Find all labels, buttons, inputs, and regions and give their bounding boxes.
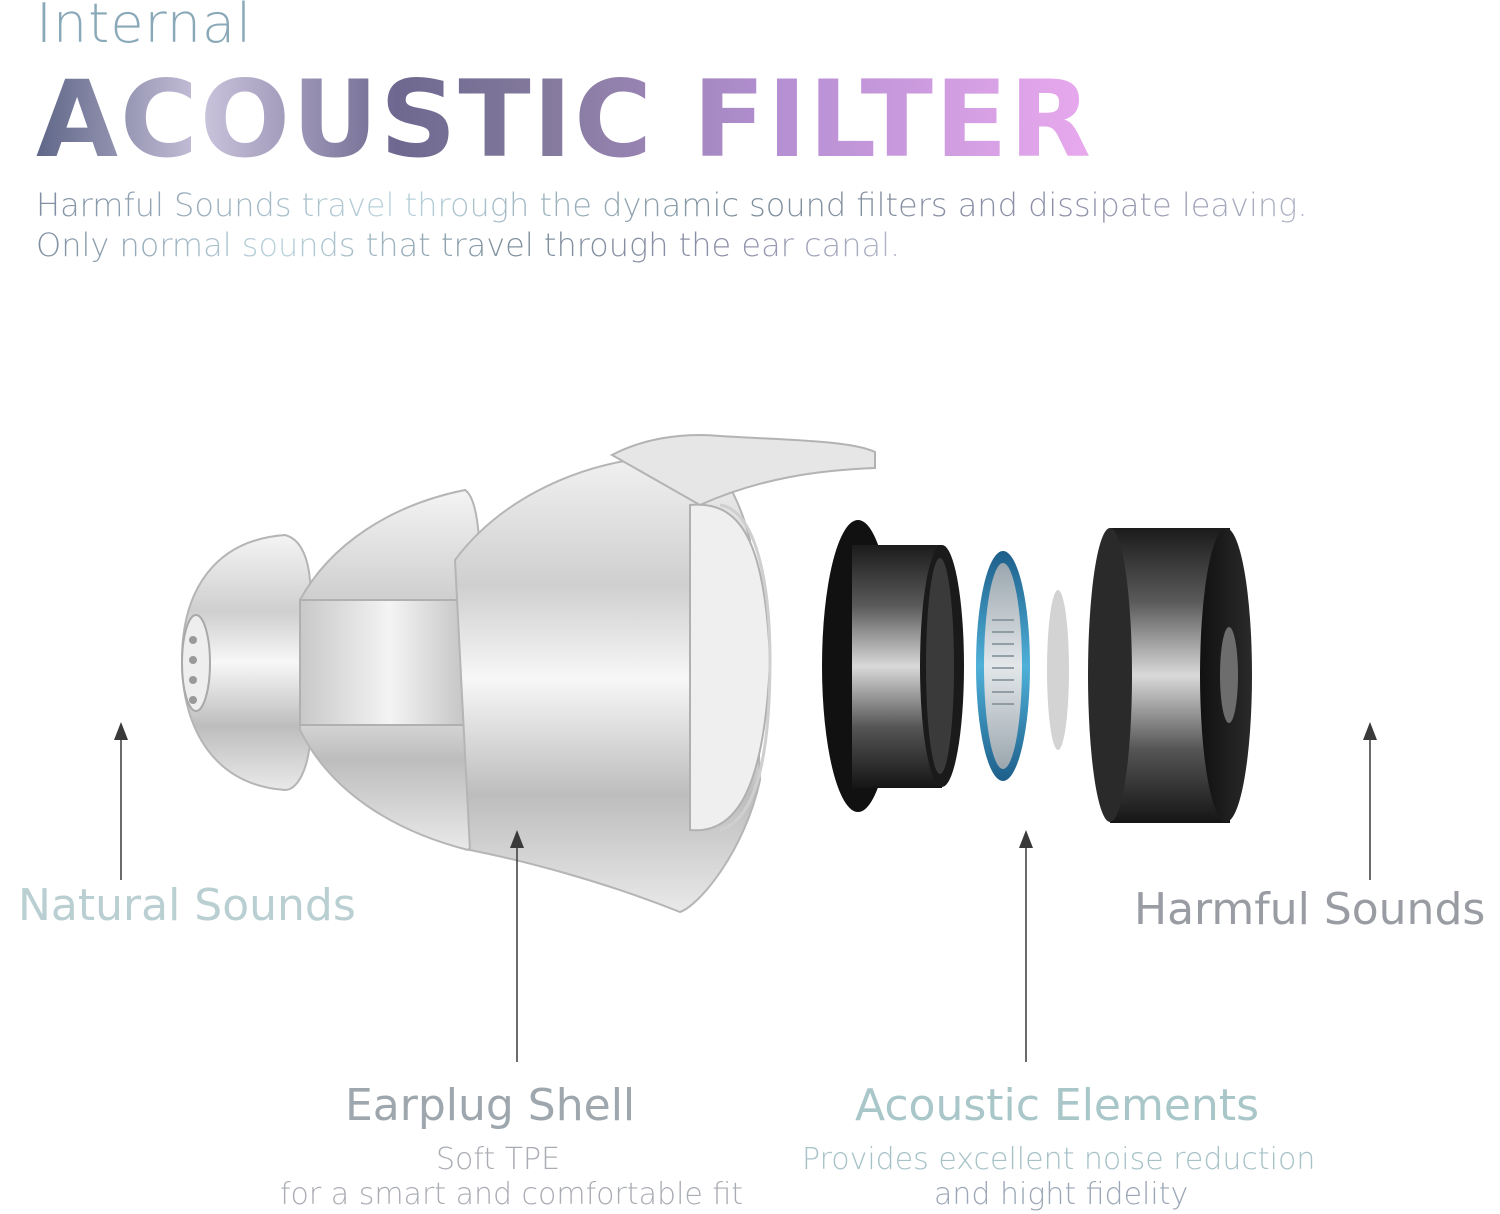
description-line-2: Only normal sounds that travel through t… xyxy=(36,226,901,264)
earplug-shell-title: Earplug Shell xyxy=(345,1080,636,1131)
arrow-up-icon xyxy=(114,722,128,880)
callout-arrows xyxy=(114,722,1377,1062)
acoustic-elements-description-1: Provides excellent noise reduction xyxy=(802,1142,1316,1177)
acoustic-elements xyxy=(822,520,1252,823)
earplug-shell-description: for a smart and comfortable fit xyxy=(280,1177,744,1212)
natural-sound-wave-icon xyxy=(3,648,175,728)
eyebrow-label: Internal xyxy=(36,0,253,55)
earplug-shell xyxy=(180,433,876,914)
earplug-shell-material: Soft TPE xyxy=(436,1142,561,1177)
natural-sounds-label: Natural Sounds xyxy=(18,880,356,931)
harmful-sounds-label: Harmful Sounds xyxy=(1134,884,1486,935)
page-title: ACOUSTIC FILTER xyxy=(36,58,1093,181)
arrow-up-icon xyxy=(1019,830,1033,1062)
acoustic-elements-description-2: and hight fidelity xyxy=(934,1177,1189,1212)
harmful-sound-wave-icon xyxy=(1221,634,1496,723)
acoustic-elements-title: Acoustic Elements xyxy=(855,1080,1259,1131)
arrow-up-icon xyxy=(510,830,524,1062)
arrow-up-icon xyxy=(1363,722,1377,880)
description-line-1: Harmful Sounds travel through the dynami… xyxy=(36,186,1308,224)
